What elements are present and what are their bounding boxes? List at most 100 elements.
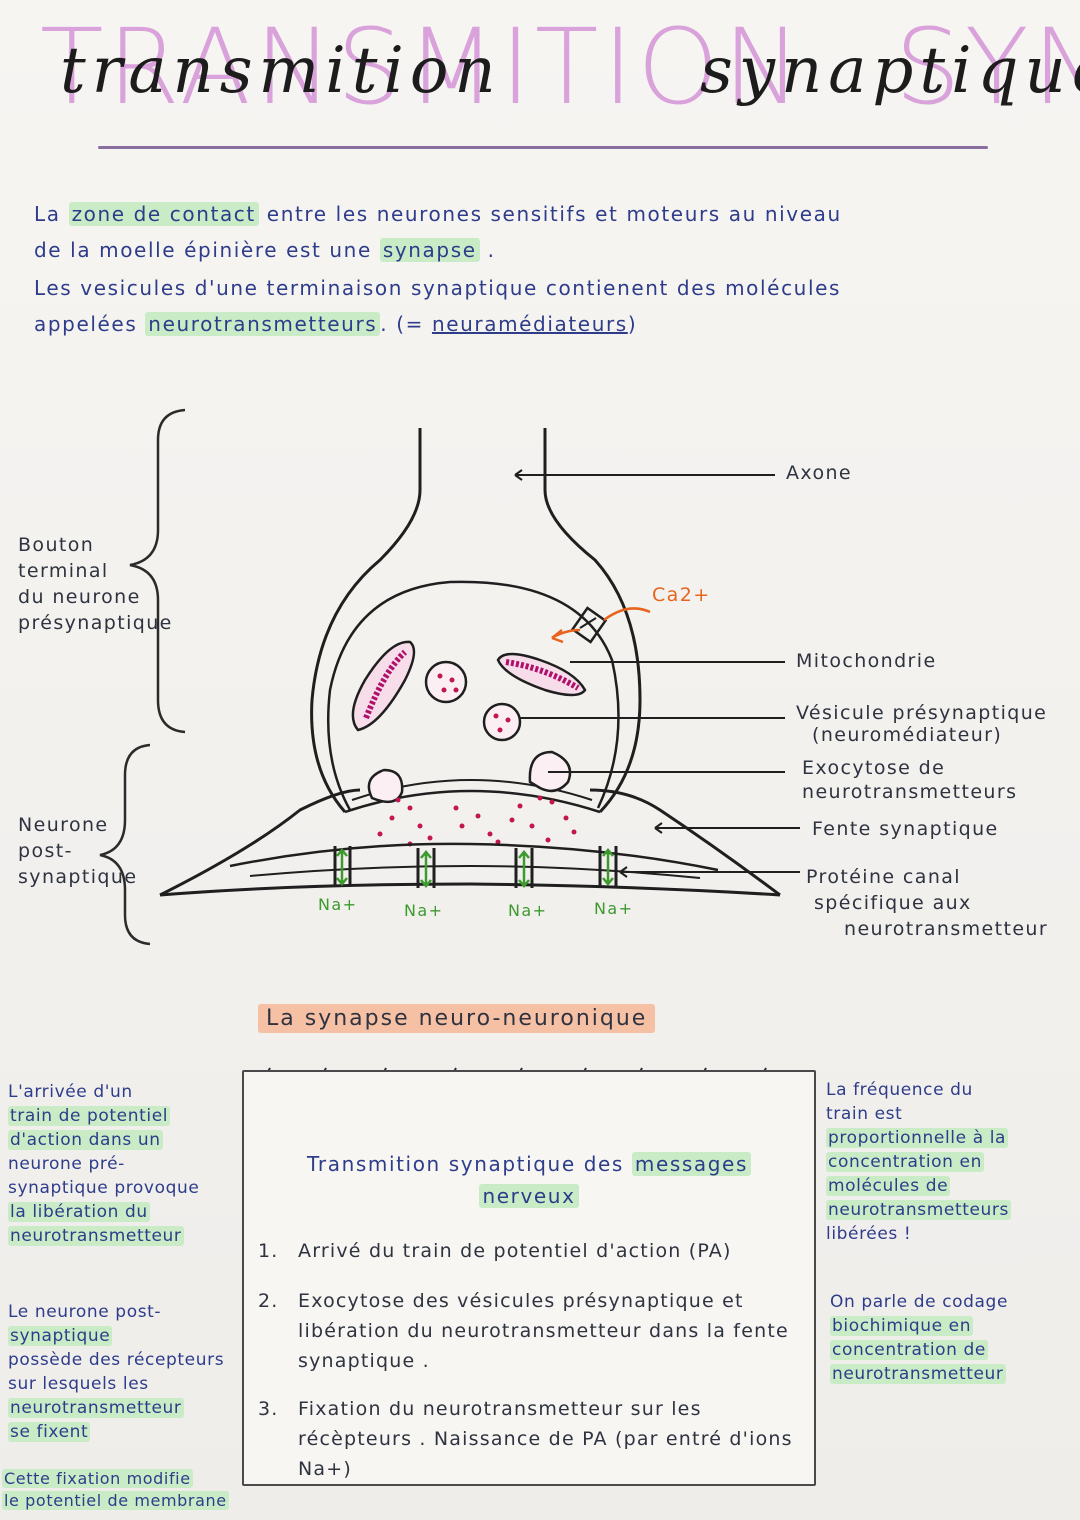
label-sodium-1: Na+	[318, 895, 358, 914]
postsynaptic-membrane-top	[229, 842, 719, 872]
label-axone: Axone	[786, 462, 853, 484]
note-line-highlight: la libération du	[8, 1202, 150, 1222]
bouton-bottom-membrane	[344, 789, 601, 814]
step-number: 1.	[258, 1240, 279, 1262]
vesicle-exocytose-left	[367, 768, 404, 804]
calcium-arrow-in	[603, 607, 651, 622]
step-text: Exocytose des vésicules présynaptique et…	[298, 1290, 789, 1372]
note-line-highlight: concentration de	[830, 1340, 988, 1360]
page-title-caps: TRANSMITIONSYNAPTIQUE	[40, 2, 1080, 132]
label-line: du neurone	[18, 586, 141, 608]
note-line-highlight: Cette fixation modifie	[2, 1469, 193, 1488]
highlight-neurotransmetteurs: neurotransmetteurs	[145, 312, 381, 336]
notebook-step-2: 2. Exocytose des vésicules présynaptique…	[258, 1286, 806, 1376]
label-line: Exocytose de	[802, 757, 946, 779]
note-line-highlight: neurotransmetteur	[8, 1398, 184, 1418]
section-title-text: La synapse neuro-neuronique	[258, 1004, 656, 1033]
label-line: spécifique aux	[814, 892, 972, 914]
label-line: (neuromédiateur)	[812, 724, 1003, 746]
intro-line-3: Les vesicules d'une terminaison synaptiq…	[34, 276, 842, 300]
postsynaptic-membrane-bottom	[159, 882, 781, 897]
notebook-step-1: 1. Arrivé du train de potentiel d'action…	[258, 1236, 806, 1266]
title-caps-word-2: SYNAPTIQUE	[894, 6, 1080, 128]
intro-text: .	[479, 238, 496, 262]
note-line: On parle de codage	[830, 1292, 1009, 1312]
right-note-frequence: La fréquence du train est proportionnell…	[826, 1078, 1076, 1246]
step-number: 3.	[258, 1398, 279, 1420]
intro-line-2: de la moelle épinière est une synapse .	[34, 232, 1054, 268]
intro-text: de la moelle épinière est une	[34, 238, 380, 262]
brace-neurone-post	[99, 743, 151, 946]
label-sodium-3: Na+	[508, 901, 548, 920]
label-bouton-terminal: Bouton terminal du neurone présynaptique	[18, 532, 173, 636]
calcium-channel	[570, 606, 608, 644]
label-line: neurotransmetteur	[844, 918, 1049, 940]
label-line: synaptique	[18, 866, 138, 888]
note-line: libérées !	[826, 1224, 912, 1244]
note-line-highlight: le potentiel de membrane	[2, 1491, 229, 1510]
mitochondrion-right	[496, 652, 587, 697]
sodium-arrows	[336, 848, 614, 888]
note-line-highlight: neurotransmetteur	[8, 1226, 184, 1246]
vesicle-1	[424, 660, 468, 704]
note-line-highlight: molécules de	[826, 1176, 951, 1196]
left-note-arrivee: L'arrivée d'un train de potentiel d'acti…	[8, 1080, 240, 1248]
notebook-title-text: Transmition synaptique des	[307, 1152, 632, 1176]
bouton-membrane	[310, 428, 422, 813]
label-line: Protéine canal	[806, 866, 961, 888]
notebook-title-highlight: messages	[631, 1152, 751, 1176]
note-line: L'arrivée d'un	[8, 1082, 133, 1102]
bouton-inner-membrane	[327, 580, 620, 811]
step-text: Fixation du neurotransmetteur sur les ré…	[298, 1398, 793, 1480]
note-line-highlight: synaptique	[8, 1326, 113, 1346]
neurotransmitter-dots	[377, 795, 577, 847]
note-line-highlight: train de potentiel	[8, 1106, 171, 1126]
notebook-step-3: 3. Fixation du neurotransmetteur sur les…	[258, 1394, 806, 1484]
note-line-highlight: d'action dans un	[8, 1130, 163, 1150]
label-sodium-2: Na+	[404, 901, 444, 920]
label-line: Neurone	[18, 814, 109, 836]
note-line: Le neurone post-	[8, 1302, 162, 1322]
intro-text: La	[34, 202, 69, 226]
postsynaptic-membrane-outer	[159, 788, 781, 897]
note-line: neurone pré-	[8, 1154, 125, 1174]
note-line: possède des récepteurs	[8, 1350, 225, 1370]
intro-line-1: La zone de contact entre les neurones se…	[34, 196, 1054, 232]
receptor-channels	[333, 846, 618, 888]
note-line-highlight: se fixent	[8, 1422, 91, 1442]
calcium-arrow-head	[551, 629, 564, 644]
calcium-channel-mid	[579, 617, 597, 629]
label-line: terminal	[18, 560, 109, 582]
label-vesicule: Vésicule présynaptique (neuromédiateur)	[796, 702, 1047, 746]
title-script-word-1: transmition	[60, 34, 502, 108]
label-line: post-	[18, 840, 73, 862]
notebook-title: Transmition synaptique des messages nerv…	[244, 1148, 814, 1212]
vesicle-2	[482, 702, 522, 742]
note-line-highlight: neurotransmetteurs	[826, 1200, 1011, 1220]
step-number: 2.	[258, 1290, 279, 1312]
note-line-highlight: biochimique en	[830, 1316, 974, 1336]
label-line: présynaptique	[18, 612, 173, 634]
right-note-codage: On parle de codage biochimique en concen…	[830, 1290, 1076, 1386]
note-line-highlight: proportionnelle à la	[826, 1128, 1009, 1148]
left-note-fixation: Cette fixation modifie le potentiel de m…	[2, 1468, 246, 1512]
label-calcium: Ca2+	[652, 584, 711, 606]
intro-text: entre les neurones sensitifs et moteurs …	[258, 202, 842, 226]
label-fente-synaptique: Fente synaptique	[812, 818, 999, 840]
label-exocytose: Exocytose de neurotransmetteurs	[802, 756, 1017, 804]
underlined-neuramediateurs: neuramédiateurs	[431, 312, 628, 336]
note-line: sur lesquels les	[8, 1374, 149, 1394]
label-line: Vésicule présynaptique	[796, 702, 1048, 724]
label-sodium-4: Na+	[594, 899, 634, 918]
title-script-word-2: synaptique	[700, 34, 1080, 108]
brace-bouton-terminal	[129, 408, 186, 734]
intro-text: )	[627, 312, 638, 336]
label-neurone-post: Neurone post- synaptique	[18, 812, 137, 890]
note-line: La fréquence du	[826, 1080, 973, 1100]
step-text: Arrivé du train de potentiel d'action (P…	[298, 1240, 732, 1262]
note-line: synaptique provoque	[8, 1178, 200, 1198]
label-proteine-canal: Protéine canal spécifique aux neurotrans…	[806, 864, 1048, 942]
section-title: La synapse neuro-neuronique	[258, 1004, 656, 1033]
label-mitochondrie: Mitochondrie	[796, 650, 937, 672]
bouton-membrane-right	[543, 428, 642, 814]
